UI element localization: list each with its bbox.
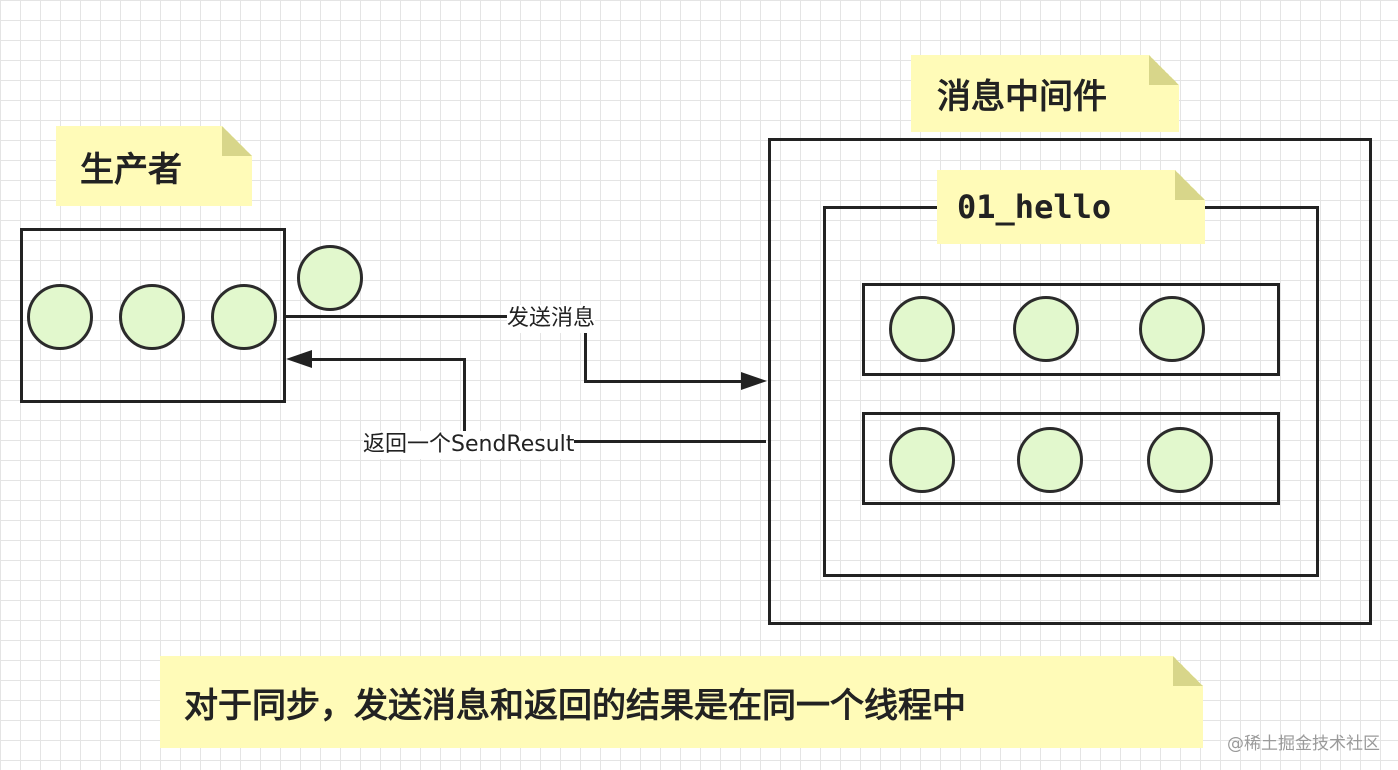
send-label: 发送消息: [507, 305, 596, 333]
queue-box: [862, 412, 1280, 505]
topic-box: [823, 206, 1319, 577]
producer-box: [20, 228, 286, 403]
broker-label: 消息中间件: [937, 77, 1107, 117]
return-arrowhead: [286, 350, 312, 368]
in-flight-message-circle: [297, 245, 363, 311]
producer-message-circle: [211, 284, 277, 350]
return-line-segment: [310, 358, 466, 361]
broker-box: [768, 138, 1372, 625]
producer-message-circle: [27, 284, 93, 350]
queue-box: [862, 283, 1280, 376]
send-line-segment: [584, 380, 744, 383]
topic-label: 01_hello: [957, 188, 1112, 226]
return-line-segment: [464, 440, 766, 443]
return-label: 返回一个SendResult: [363, 431, 575, 459]
note-fold: [1149, 55, 1179, 85]
producer-note: 生产者: [56, 126, 252, 206]
sync-explanation-text: 对于同步，发送消息和返回的结果是在同一个线程中: [184, 685, 966, 726]
send-line-segment: [285, 315, 587, 318]
producer-message-circle: [119, 284, 185, 350]
return-line-segment: [463, 358, 466, 443]
topic-note: 01_hello: [937, 170, 1205, 244]
queue-message-circle: [1139, 296, 1205, 362]
queue-message-circle: [889, 427, 955, 493]
queue-message-circle: [889, 296, 955, 362]
send-arrowhead: [741, 372, 767, 390]
producer-label: 生产者: [80, 149, 182, 190]
note-fold: [222, 126, 252, 156]
note-fold: [1173, 656, 1203, 686]
queue-message-circle: [1013, 296, 1079, 362]
broker-note: 消息中间件: [911, 55, 1179, 132]
send-line-segment: [584, 315, 587, 383]
watermark: @稀土掘金技术社区: [1227, 734, 1380, 754]
queue-message-circle: [1017, 427, 1083, 493]
sync-explanation-note: 对于同步，发送消息和返回的结果是在同一个线程中: [160, 656, 1203, 748]
queue-message-circle: [1147, 427, 1213, 493]
